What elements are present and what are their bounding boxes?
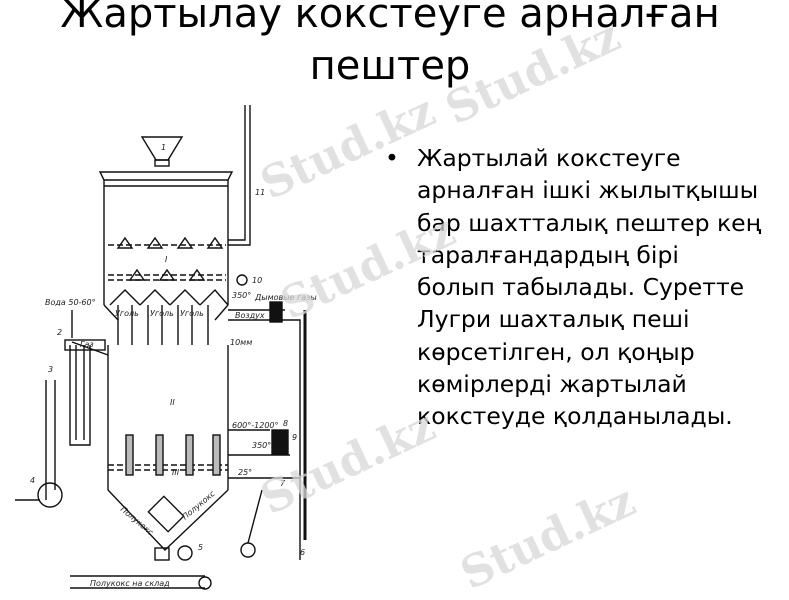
bullet-line: Жартылай кокстеуге [417, 144, 681, 172]
label-n11: 11 [255, 188, 265, 197]
label-n3: 3 [48, 365, 53, 374]
label-t25: 25° [238, 468, 252, 477]
label-t600: 600°-1200° [232, 421, 279, 430]
cooler-3 [69, 345, 91, 446]
label-n6: 6 [300, 548, 305, 557]
fan-10 [236, 274, 248, 286]
label-n7: 7 [280, 479, 286, 488]
bullet-line: Лугри шахталық пеші [417, 305, 690, 334]
discharge-5 [177, 545, 193, 561]
bullet-line: таралғандардың бірі [417, 240, 679, 269]
bullet-line: көрсетілген, ол қоңыр [417, 337, 695, 366]
label-n4: 4 [30, 476, 35, 485]
bullet-line: көмірлерді жартылай [417, 370, 687, 399]
label-mm: 10мм [230, 338, 252, 347]
bullet-text: Жартылай кокстеуге арналған ішкі жылытқы… [417, 142, 789, 433]
label-zone1: I [165, 255, 168, 264]
heating-columns [125, 434, 221, 476]
winch-6 [240, 542, 256, 558]
label-flue-gas: Дымовые газы [254, 293, 317, 302]
label-gas: Газ [80, 340, 94, 349]
label-n1: 1 [161, 143, 166, 152]
bullet-line: кокстеуде қолданылады. [417, 402, 733, 431]
gas-distributors-upper [116, 236, 224, 281]
label-zone2: II [170, 398, 175, 407]
label-air: Воздух [235, 311, 265, 320]
label-coal: Уголь [115, 309, 139, 318]
bullet-item: • Жартылай кокстеуге арналған ішкі жылыт… [385, 142, 789, 433]
label-n2: 2 [57, 328, 62, 337]
label-t350: 350° [232, 291, 251, 300]
burner-8 [271, 429, 289, 455]
label-water: Вода 50-60° [45, 298, 96, 307]
label-coal: Уголь [180, 309, 204, 318]
bullet-symbol: • [385, 144, 399, 172]
fan-4 [37, 482, 63, 508]
bullet-line: болып табылады. Суретте [417, 273, 745, 302]
label-n8: 8 [283, 419, 288, 428]
bullet-line: арналған ішкі жылытқышы [417, 176, 759, 205]
title-line-2: пештер [309, 43, 471, 89]
label-t350b: 350° [252, 441, 271, 450]
label-coal: Уголь [150, 309, 174, 318]
label-n5: 5 [198, 543, 203, 552]
slide-title: Жартылау кокстеуге арналған пештер [40, 0, 740, 92]
label-zone3: III [172, 468, 180, 477]
label-n9: 9 [292, 433, 297, 442]
title-line-1: Жартылау кокстеуге арналған [60, 0, 720, 37]
label-n10: 10 [252, 276, 262, 285]
watermark-text: Stud.kz [453, 475, 643, 600]
lurgi-furnace-diagram: Вода 50-60° Газ Дымовые газы Воздух 350°… [15, 105, 317, 590]
label-to-store: Полукокс на склад [90, 579, 170, 588]
burner-9 [269, 301, 283, 323]
bullet-line: бар шахтталық пештер кең [417, 208, 762, 237]
